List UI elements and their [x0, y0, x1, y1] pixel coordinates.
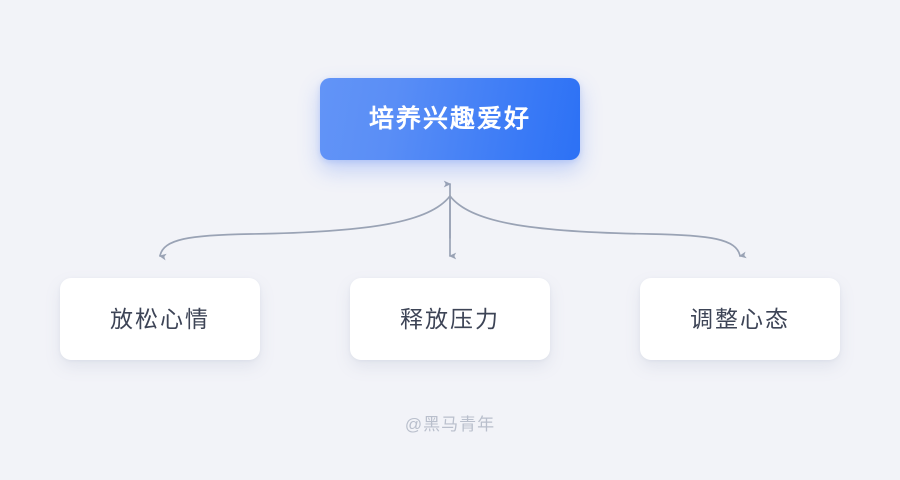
branch-card-label: 放松心情: [110, 305, 210, 332]
branch-card-label: 释放压力: [400, 305, 500, 332]
connector-branch-right: [449, 195, 747, 259]
branch-card-label: 调整心态: [690, 305, 790, 332]
branch-card-3[interactable]: 调整心态: [640, 278, 840, 360]
root-node-label: 培养兴趣爱好: [368, 104, 531, 133]
connector-branch-left: [158, 195, 451, 261]
root-node-card[interactable]: 培养兴趣爱好: [320, 78, 580, 160]
branch-card-1[interactable]: 放松心情: [60, 278, 260, 360]
watermark-text: @黑马青年: [404, 415, 496, 434]
branch-card-2[interactable]: 释放压力: [350, 278, 550, 360]
